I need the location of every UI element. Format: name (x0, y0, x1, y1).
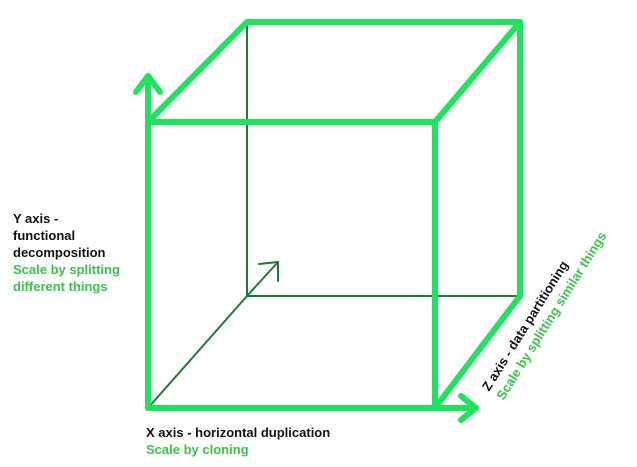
y-axis-title-line: decomposition (13, 245, 106, 260)
y-axis-subtitle-line: different things (13, 279, 108, 294)
z-axis-inner-arrow (246, 261, 279, 297)
cube-top-face (145, 19, 523, 125)
x-axis-label: X axis - horizontal duplication Scale by… (146, 424, 330, 458)
y-axis-arrow (133, 73, 163, 125)
y-axis-title-line: functional (13, 228, 76, 243)
x-axis-subtitle: Scale by cloning (146, 442, 249, 457)
cube-right-bottom-edge (432, 293, 523, 411)
cube-front-face (145, 119, 438, 411)
y-axis-title-line: Y axis - (13, 211, 59, 226)
cube-back-diagonal-edge (147, 295, 248, 409)
y-axis-label: Y axis - functional decomposition Scale … (13, 210, 120, 295)
x-axis-title: X axis - horizontal duplication (146, 425, 331, 440)
y-axis-subtitle-line: Scale by splitting (13, 262, 120, 277)
x-axis-arrow (432, 393, 479, 423)
